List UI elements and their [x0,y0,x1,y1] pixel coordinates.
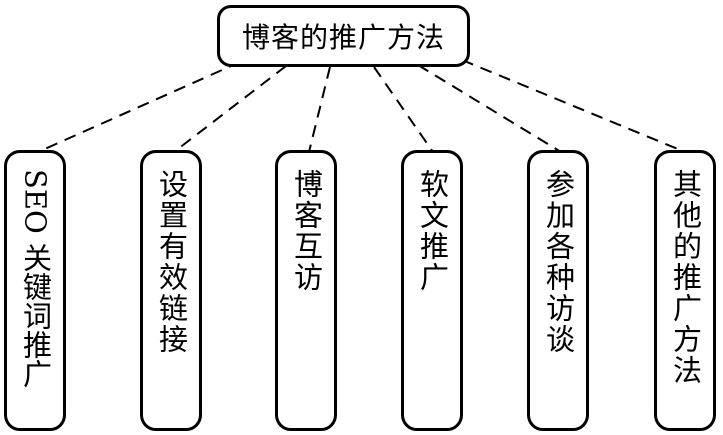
child-node-seo: SEO 关键词推广 [4,150,66,431]
connector-interviews [417,64,562,153]
child-node-interviews: 参加各种访谈 [527,150,589,431]
connector-other [461,59,686,153]
child-node-label: 其他的推广方法 [668,169,703,386]
child-node-label: 参加各种访谈 [541,169,576,355]
child-node-label: 软文推广 [415,169,450,293]
root-node-label: 博客的推广方法 [241,21,445,54]
child-node-other: 其他的推广方法 [654,150,716,431]
connector-visits [308,66,331,153]
connector-links [173,65,287,153]
child-node-visits: 博客互访 [275,150,337,431]
child-node-links: 设置有效链接 [140,150,202,431]
child-node-label: SEO 关键词推广 [18,169,53,389]
root-node: 博客的推广方法 [217,5,470,67]
child-node-label: 设置有效链接 [154,169,189,355]
connector-soft-articles [373,66,434,153]
child-node-label: 博客互访 [289,169,324,293]
connector-seo [37,61,241,153]
child-node-soft-articles: 软文推广 [401,150,463,431]
